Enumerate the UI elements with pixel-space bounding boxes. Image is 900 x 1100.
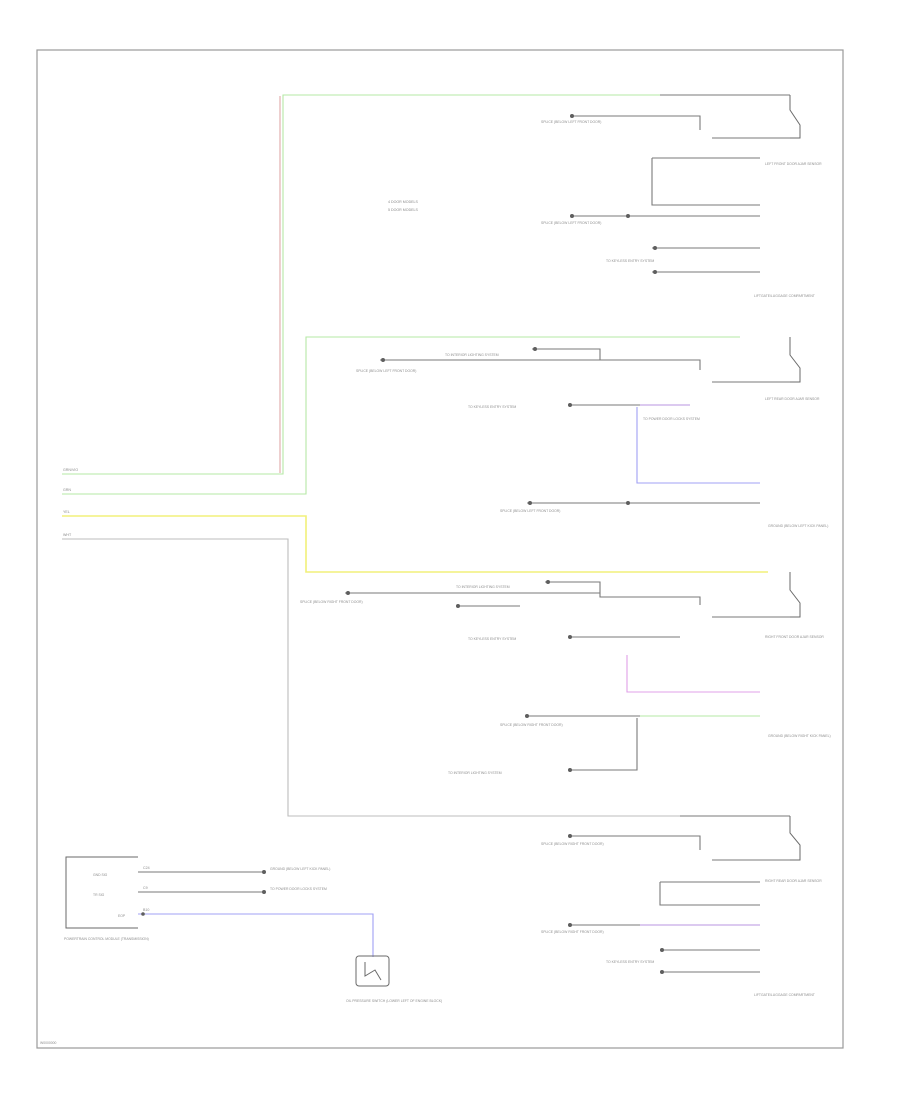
pcm-pin-label-2: TR SIG: [93, 893, 105, 897]
oil-switch-label: OIL PRESSURE SWITCH (LOWER LEFT OF ENGIN…: [346, 999, 442, 1003]
liftgate-lower-label: LIFTGATE/LUGGAGE COMPARTMENT: [754, 993, 815, 997]
bus-label-3: YEL: [63, 510, 70, 514]
to-interior-lighting-3: TO INTERIOR LIGHTING SYSTEM: [448, 771, 502, 775]
connector-rf-c: [456, 604, 460, 608]
connector-lr-a: [381, 358, 385, 362]
pcm-pin-label-1: GND SIG: [93, 873, 108, 877]
switch-rr: [789, 816, 801, 861]
connector-lr-d: [528, 501, 532, 505]
splice-lr2-label: SPLICE (BELOW LEFT FRONT DOOR): [500, 509, 560, 513]
oil-switch-contact: [364, 962, 382, 981]
switch-lf: [789, 95, 801, 139]
legend-line-2: 5 DOOR MODELS: [388, 208, 419, 212]
connector-rr-d: [660, 970, 664, 974]
switch-lr: [789, 337, 801, 383]
to-keyless-label: TO KEYLESS ENTRY SYSTEM: [606, 259, 654, 263]
connector-rf-d: [525, 714, 529, 718]
rr-door-sensor-label: RIGHT REAR DOOR AJAR SENSOR: [765, 879, 822, 883]
pcm-pin-2: C9: [143, 886, 148, 890]
pcm-label: POWERTRAIN CONTROL MODULE (TRANSMISSION): [64, 937, 149, 941]
connector-lg-d: [653, 270, 657, 274]
figure-code: W0000000: [40, 1041, 57, 1045]
wire-rf-2: [545, 581, 701, 605]
wire-bus-yellow: [62, 515, 768, 573]
to-keyless-label-2: TO KEYLESS ENTRY SYSTEM: [468, 405, 516, 409]
connector-rr-a: [568, 834, 572, 838]
pcm-pin-3: B10: [143, 908, 149, 912]
connector-pcm-b: [262, 890, 266, 894]
wire-pcm-blue: [138, 913, 374, 957]
bus-label-1: GRN/VIO: [63, 468, 78, 472]
rf-door-sensor-label: RIGHT FRONT DOOR AJAR SENSOR: [765, 635, 824, 639]
ground-rf-label: GROUND (BELOW RIGHT KICK PANEL): [768, 734, 831, 738]
pcm-ref-label: TO POWER DOOR LOCKS SYSTEM: [643, 417, 700, 421]
wire-lr-2: [532, 348, 701, 370]
wire-lg-2: [651, 158, 760, 206]
bus-label-4: WHT: [63, 533, 72, 537]
connector-lf-a: [570, 114, 574, 118]
connector-lr-c: [568, 403, 572, 407]
splice-lr-label: SPLICE (BELOW LEFT FRONT DOOR): [356, 369, 416, 373]
diagram-frame: [36, 49, 844, 1049]
lr-door-sensor-label: LEFT REAR DOOR AJAR SENSOR: [765, 397, 820, 401]
wire-bus-green-violet: [62, 94, 660, 475]
to-pcm-ground: GROUND (BELOW LEFT KICK PANEL): [270, 867, 330, 871]
connector-lg-a: [570, 214, 574, 218]
bus-label-2: GRN: [63, 488, 71, 492]
to-pcm-trans: TO POWER DOOR LOCKS SYSTEM: [270, 887, 327, 891]
connector-rf-a: [346, 591, 350, 595]
splice-rr2-label: SPLICE (BELOW RIGHT FRONT DOOR): [541, 930, 604, 934]
to-keyless-label-4: TO KEYLESS ENTRY SYSTEM: [606, 960, 654, 964]
wire-lf-2: [570, 115, 701, 130]
ground-lf-label: GROUND (BELOW LEFT KICK PANEL): [768, 524, 828, 528]
legend-line-1: 4 DOOR MODELS: [388, 200, 419, 204]
pcm-box: [65, 856, 138, 929]
splice-rf2-label: SPLICE (BELOW RIGHT FRONT DOOR): [500, 723, 563, 727]
liftgate-upper-label: LIFTGATE/LUGGAGE COMPARTMENT: [754, 294, 815, 298]
to-interior-lighting-1: TO INTERIOR LIGHTING SYSTEM: [445, 353, 499, 357]
splice-rr-label: SPLICE (BELOW RIGHT FRONT DOOR): [541, 842, 604, 846]
connector-lr-b: [533, 347, 537, 351]
wire-rr-2: [568, 835, 701, 850]
connector-rf-b: [546, 580, 550, 584]
pcm-pin-label-3: EOP: [118, 914, 126, 918]
splice-lf-label: SPLICE (BELOW LEFT FRONT DOOR): [541, 120, 601, 124]
to-keyless-label-3: TO KEYLESS ENTRY SYSTEM: [468, 637, 516, 641]
wire-rf-6: [568, 718, 638, 771]
to-interior-lighting-2: TO INTERIOR LIGHTING SYSTEM: [456, 585, 510, 589]
connector-lg-c: [653, 246, 657, 250]
pcm-pin-1: C24: [143, 866, 150, 870]
switch-rf: [789, 572, 801, 618]
wire-bus-green: [62, 336, 740, 495]
connector-lr-e: [626, 501, 630, 505]
connector-rf-e: [568, 768, 572, 772]
connector-rr-b: [568, 923, 572, 927]
connector-rr-c: [660, 948, 664, 952]
connector-pcm-a: [262, 870, 266, 874]
splice-rf-label: SPLICE (BELOW RIGHT FRONT DOOR): [300, 600, 363, 604]
lf-door-sensor-label: LEFT FRONT DOOR AJAR SENSOR: [765, 162, 822, 166]
oil-switch-box: [355, 955, 390, 987]
wire-rr-5: [659, 882, 760, 906]
connector-lg-b: [626, 214, 630, 218]
wire-lr-blue: [636, 407, 760, 484]
wire-bus-white: [62, 538, 680, 817]
connector-pcm-c: [141, 912, 145, 916]
connector-rf-c2: [568, 635, 572, 639]
wire-rf-purple: [626, 655, 760, 693]
splice-lf-label-2: SPLICE (BELOW LEFT FRONT DOOR): [541, 221, 601, 225]
